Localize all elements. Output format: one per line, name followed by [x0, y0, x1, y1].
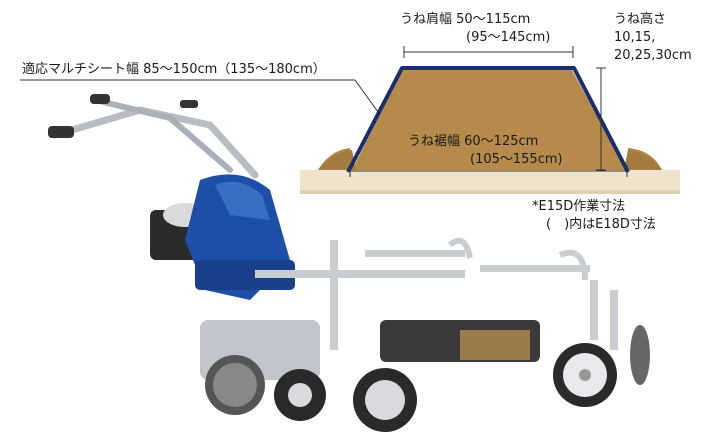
- ridge-height-title: うね高さ: [614, 12, 667, 27]
- note-dimensions: *E15D作業寸法: [532, 199, 626, 214]
- mulch-width-label: 適応マルチシート幅 85～150cm（135～180cm）: [22, 62, 326, 77]
- shoulder-width-alt-label: (95～145cm): [466, 30, 551, 45]
- shoulder-width-label: うね肩幅 50～115cm: [400, 12, 531, 27]
- ground-band: [300, 170, 680, 192]
- ridge-soil: [318, 70, 662, 170]
- cultivator-machine: [48, 94, 650, 432]
- note-e18d: ( )内はE18D寸法: [546, 217, 656, 232]
- base-width-alt-label: (105～155cm): [470, 152, 563, 167]
- ridge-height-values-2: 20,25,30cm: [614, 48, 692, 63]
- ridge-height-values-1: 10,15,: [614, 30, 656, 45]
- base-width-label: うね裾幅 60～125cm: [408, 134, 539, 149]
